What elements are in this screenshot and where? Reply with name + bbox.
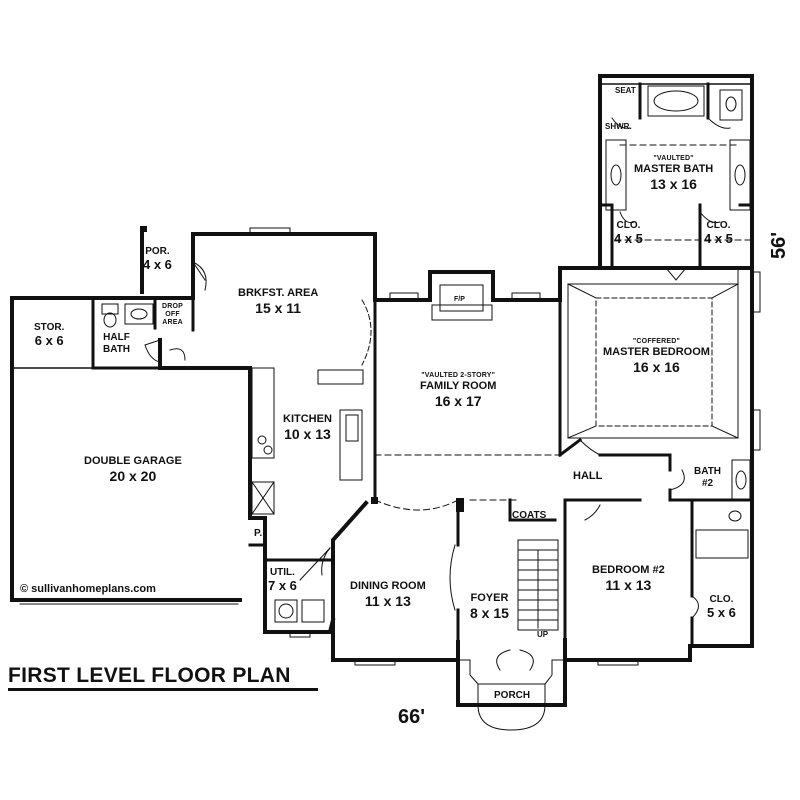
room-note: "VAULTED 2-STORY" xyxy=(421,372,496,379)
overall-width-dimension: 66' xyxy=(398,706,426,728)
coats-label: COATS xyxy=(512,510,547,521)
room-dims: 4 x 5 xyxy=(614,230,643,246)
room-name: FAMILY ROOM xyxy=(420,380,497,393)
room-double-garage: DOUBLE GARAGE 20 x 20 xyxy=(84,455,182,484)
room-name: FOYER xyxy=(470,592,509,604)
fixtures xyxy=(19,85,761,731)
room-name: CLO. xyxy=(709,594,734,605)
room-dims: 11 x 13 xyxy=(364,592,411,609)
room-dims: 5 x 6 xyxy=(707,604,736,620)
room-name-line3: AREA xyxy=(162,319,183,327)
shower-label: SHWR. xyxy=(605,122,632,131)
room-dims: 16 x 16 xyxy=(633,358,680,375)
room-name: BATH xyxy=(694,466,722,477)
room-name: BEDROOM #2 xyxy=(592,564,665,576)
porch-label: PORCH xyxy=(494,690,531,701)
room-bedroom2: BEDROOM #2 11 x 13 xyxy=(592,564,665,593)
room-note: "VAULTED" xyxy=(653,155,694,162)
room-name: DOUBLE GARAGE xyxy=(84,455,182,467)
room-drop-off: DROP OFF AREA xyxy=(162,303,183,327)
website-credit: © sullivanhomeplans.com xyxy=(20,583,156,595)
title-underline xyxy=(8,688,318,691)
plan-title: FIRST LEVEL FLOOR PLAN xyxy=(8,664,291,687)
room-dims: 16 x 17 xyxy=(434,392,482,409)
room-storage: STOR. 6 x 6 xyxy=(34,322,64,348)
room-name: CLO. xyxy=(616,220,641,231)
room-master-bedroom: "COFFERED" MASTER BEDROOM 16 x 16 xyxy=(603,338,710,375)
room-foyer: FOYER 8 x 15 xyxy=(470,592,509,621)
seat-label: SEAT xyxy=(615,86,636,95)
overall-depth-dimension: 56' xyxy=(768,231,791,260)
room-family: "VAULTED 2-STORY" FAMILY ROOM 16 x 17 xyxy=(420,372,496,409)
room-name: STOR. xyxy=(34,322,65,333)
room-name: MASTER BATH xyxy=(634,163,714,176)
room-closet-left: CLO. 4 x 5 xyxy=(614,220,643,246)
room-note: "COFFERED" xyxy=(632,338,681,345)
room-name: CLO. xyxy=(706,220,731,231)
room-closet-right: CLO. 4 x 5 xyxy=(704,220,733,246)
room-dims: 7 x 6 xyxy=(268,577,297,593)
room-name: UTIL. xyxy=(269,567,295,578)
room-dims: 8 x 15 xyxy=(470,604,509,621)
posts xyxy=(141,226,464,512)
room-por: POR. 4 x 6 xyxy=(143,246,172,272)
room-utility: UTIL. 7 x 6 xyxy=(268,567,297,593)
room-dims: 11 x 13 xyxy=(605,576,652,593)
room-name: DROP xyxy=(162,303,184,310)
room-name: DINING ROOM xyxy=(350,580,426,592)
room-dims: 10 x 13 xyxy=(284,425,331,442)
room-bath2: BATH #2 xyxy=(694,466,721,489)
room-name-line2: OFF xyxy=(165,311,180,319)
room-dims: 15 x 11 xyxy=(255,299,302,316)
hall-label: HALL xyxy=(573,470,603,482)
room-dims: 6 x 6 xyxy=(34,332,64,348)
room-name-line2: BATH xyxy=(103,343,131,355)
room-half-bath: HALF BATH xyxy=(103,332,130,355)
room-pantry: P. xyxy=(254,528,263,539)
room-name: POR. xyxy=(145,246,170,257)
room-kitchen: KITCHEN 10 x 13 xyxy=(283,413,332,442)
room-breakfast: BRKFST. AREA 15 x 11 xyxy=(238,287,318,316)
room-name: HALF xyxy=(103,332,130,343)
room-name: KITCHEN xyxy=(283,413,332,425)
room-closet-bed2: CLO. 5 x 6 xyxy=(707,594,736,620)
room-dims: 13 x 16 xyxy=(650,175,697,192)
room-dims: #2 xyxy=(701,477,714,489)
room-dims: 4 x 5 xyxy=(704,230,733,246)
stairs-up-label: UP xyxy=(537,630,549,639)
room-name: MASTER BEDROOM xyxy=(603,346,710,359)
room-name: BRKFST. AREA xyxy=(238,287,319,299)
room-master-bath: "VAULTED" MASTER BATH 13 x 16 xyxy=(634,155,713,192)
room-dims: 4 x 6 xyxy=(143,256,172,272)
fireplace-label: F/P xyxy=(454,296,465,303)
room-dining: DINING ROOM 11 x 13 xyxy=(350,580,426,609)
room-dims: 20 x 20 xyxy=(109,467,157,484)
